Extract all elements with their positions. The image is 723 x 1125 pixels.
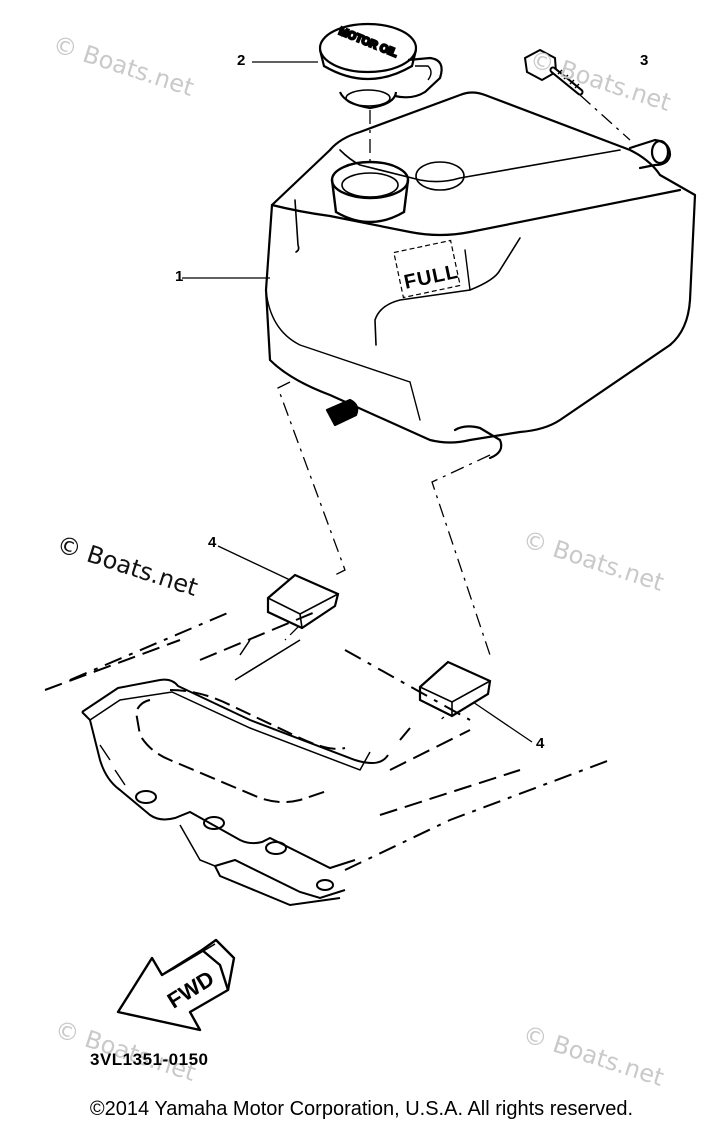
fwd-arrow: FWD [116,938,236,1032]
callout-part-1: 1 [175,268,184,285]
full-label: FULL [402,261,460,294]
bolt [523,48,584,96]
oil-cap: MOTOR OIL [318,22,443,110]
filler-neck [330,160,410,224]
copyright-notice: ©2014 Yamaha Motor Corporation, U.S.A. A… [89,1098,634,1120]
callout-part-4: 4 [536,735,545,752]
callout-part-3: 3 [640,52,649,69]
oil-tank [264,91,697,460]
callout-part-2: 2 [237,52,246,69]
leader-lines [182,61,533,743]
diagram-code: 3VL1351-0150 [90,1050,209,1069]
full-marking: FULL [393,239,461,299]
callout-part-4: 4 [208,534,217,551]
dashed-guide-lines [277,94,631,721]
cap-label: MOTOR OIL [337,25,399,60]
cushion-upper [266,573,340,630]
mounting-bracket [44,609,611,907]
cushion-lower [418,660,492,718]
